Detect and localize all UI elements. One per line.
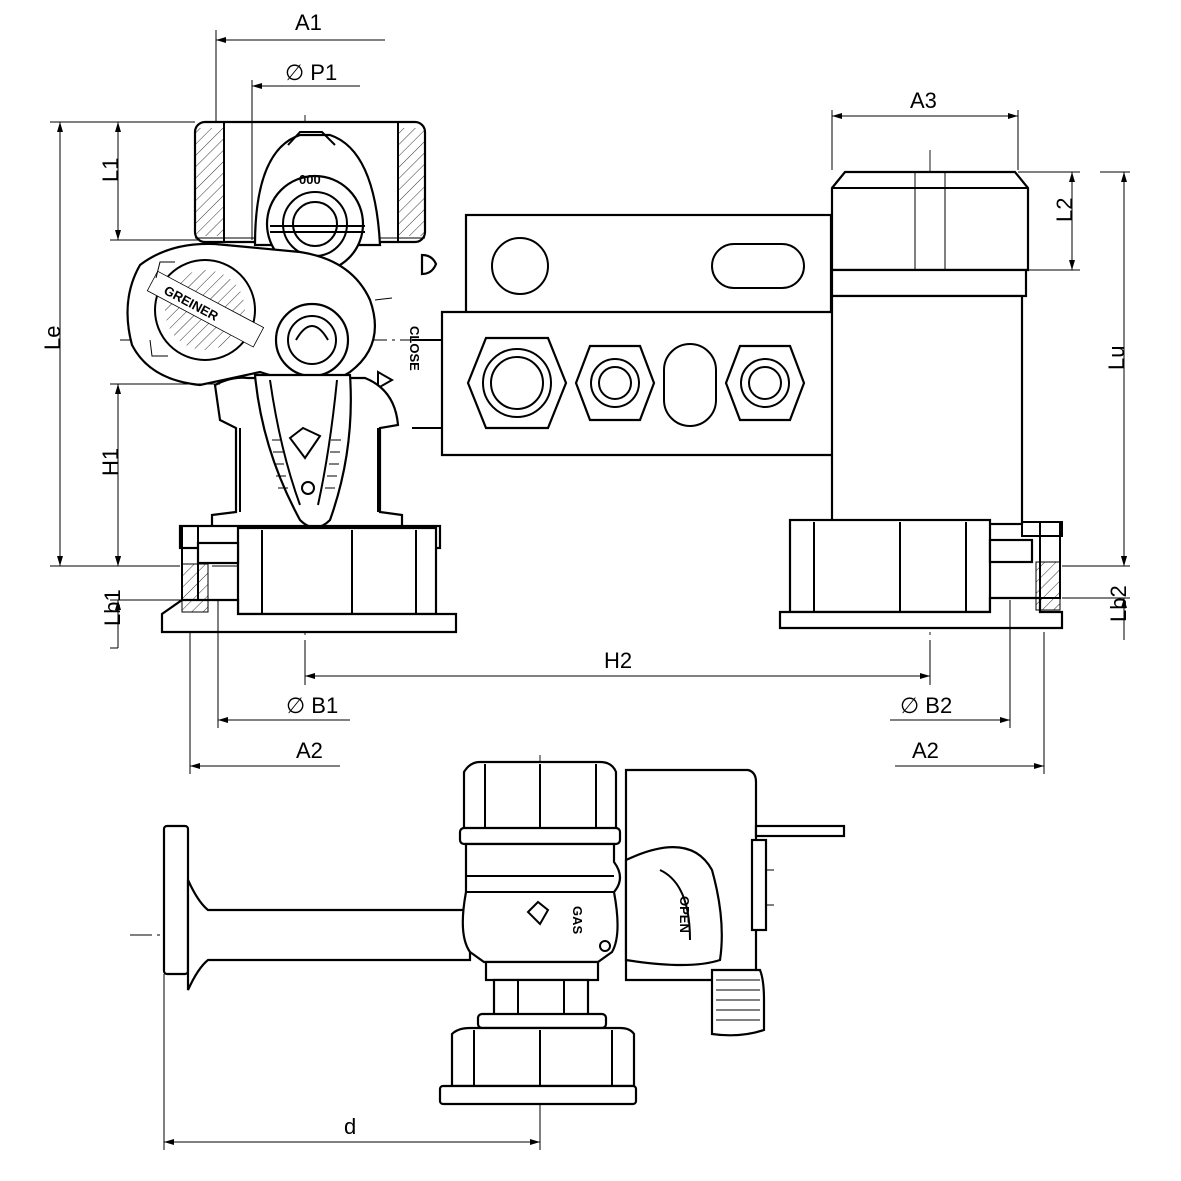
label-l2: L2 [1052, 198, 1077, 222]
label-d: d [344, 1114, 356, 1139]
left-union [160, 524, 458, 634]
label-lb2: Lb2 [1106, 585, 1131, 622]
label-diameter-b2: ∅ B2 [900, 693, 952, 718]
valve-body-lower [210, 373, 404, 530]
dimensions-top: A1 ∅ P1 A3 Le L1 H1 [40, 10, 1131, 774]
side-top-nut [458, 760, 622, 846]
open-marking: OPEN [677, 896, 692, 933]
side-handle: OPEN [624, 768, 846, 1037]
label-a2-right: A2 [912, 738, 939, 763]
label-a2-left: A2 [296, 738, 323, 763]
label-le: Le [40, 326, 65, 350]
top-view: 000 A GREINER CLOSE [40, 10, 1131, 774]
label-lu: Lu [1104, 346, 1129, 370]
gas-marking: GAS [570, 906, 585, 935]
right-pipe [778, 170, 1064, 630]
label-lb1: Lb1 [100, 589, 125, 626]
label-a1: A1 [295, 10, 322, 35]
label-l1: L1 [98, 158, 123, 182]
label-diameter-p1: ∅ P1 [285, 60, 337, 85]
label-h1: H1 [98, 448, 123, 476]
label-h2: H2 [604, 648, 632, 673]
mounting-bracket [412, 213, 842, 457]
code-marking: 000 [299, 172, 321, 187]
label-a3: A3 [910, 88, 937, 113]
upper-knob: 000 A [265, 172, 365, 284]
side-view: GAS OPEN [130, 755, 846, 1150]
label-diameter-b1: ∅ B1 [286, 693, 338, 718]
close-marking: CLOSE [407, 326, 422, 371]
